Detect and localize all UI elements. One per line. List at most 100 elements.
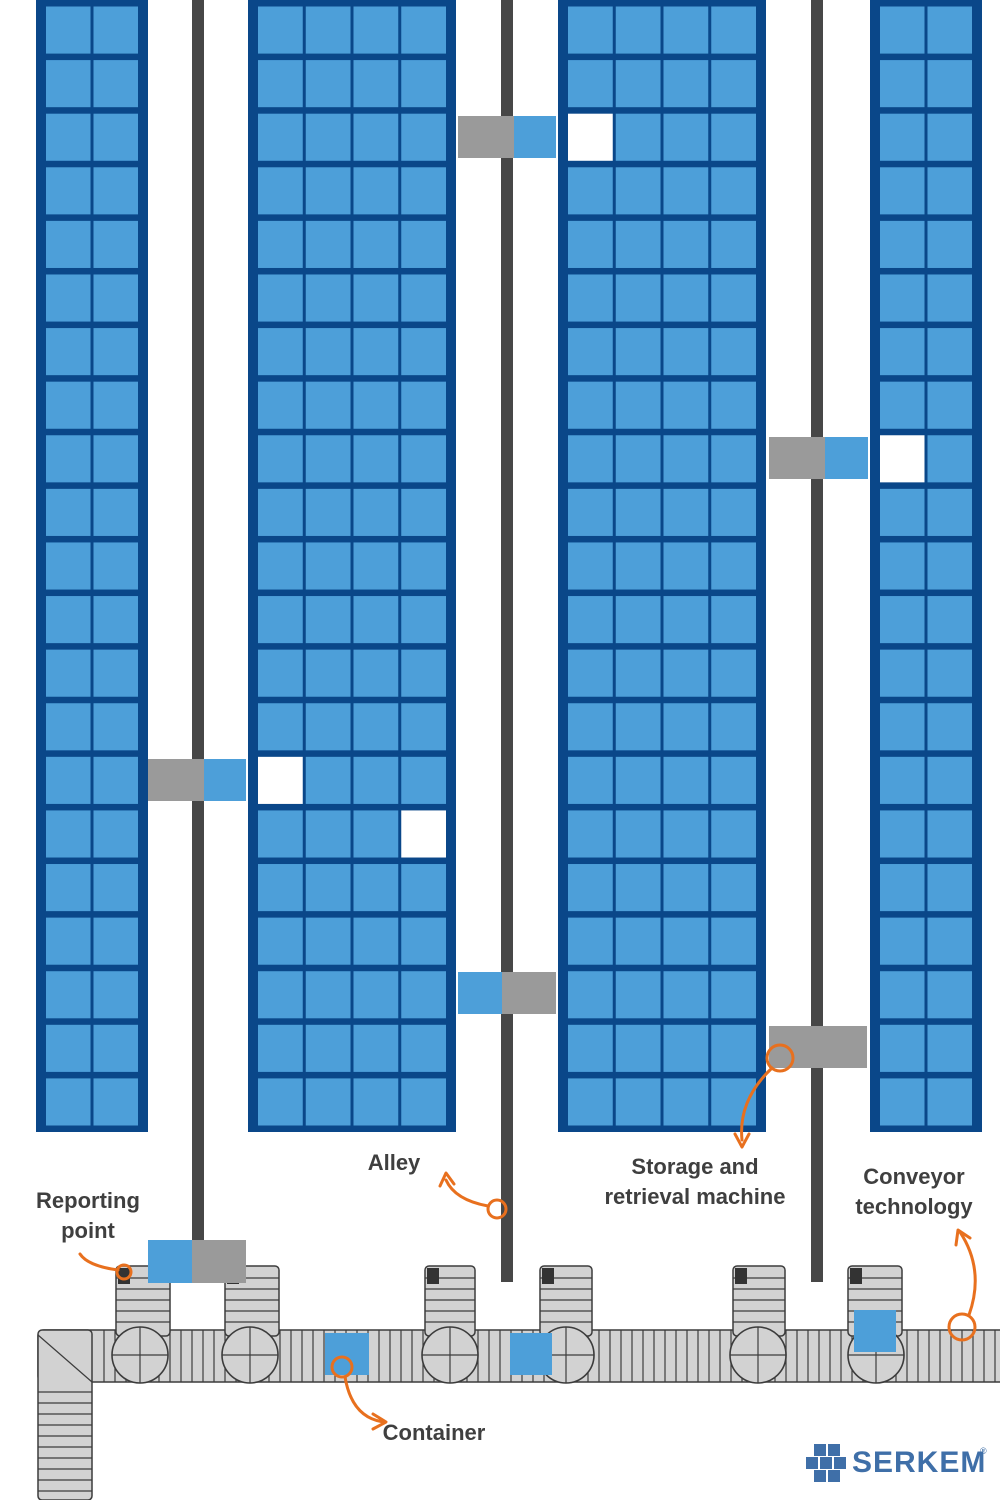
storage-bin bbox=[258, 649, 303, 697]
storage-bin bbox=[401, 649, 446, 697]
storage-rack bbox=[248, 0, 456, 1132]
storage-bin bbox=[663, 6, 709, 54]
storage-bin bbox=[93, 596, 138, 644]
storage-bin bbox=[568, 864, 613, 912]
storage-bin bbox=[880, 328, 925, 376]
storage-bin bbox=[305, 381, 351, 429]
storage-bin bbox=[880, 542, 925, 590]
storage-bin bbox=[401, 435, 446, 483]
callouts bbox=[78, 1043, 977, 1431]
storage-bin bbox=[568, 167, 613, 215]
storage-bin bbox=[615, 220, 661, 268]
storage-rack bbox=[558, 0, 766, 1132]
storage-retrieval-machine bbox=[148, 1240, 246, 1283]
storage-bin bbox=[353, 220, 399, 268]
storage-bin bbox=[258, 113, 303, 161]
transfer-station bbox=[732, 1265, 786, 1337]
storage-bin bbox=[93, 328, 138, 376]
storage-bin bbox=[305, 1078, 351, 1126]
storage-bin bbox=[568, 1024, 613, 1072]
storage-bin bbox=[568, 649, 613, 697]
conveyor-corner bbox=[37, 1334, 93, 1383]
logo-block bbox=[806, 1457, 818, 1469]
storage-bin bbox=[711, 596, 756, 644]
storage-bin bbox=[711, 381, 756, 429]
storage-bin bbox=[615, 381, 661, 429]
empty-storage-slot bbox=[568, 113, 613, 161]
storage-rack bbox=[36, 0, 148, 1132]
storage-bin bbox=[880, 649, 925, 697]
storage-bin bbox=[353, 488, 399, 536]
storage-bin bbox=[927, 810, 972, 858]
storage-bin bbox=[401, 864, 446, 912]
storage-bin bbox=[927, 1024, 972, 1072]
storage-bin bbox=[663, 810, 709, 858]
machine-body bbox=[502, 972, 556, 1014]
storage-bin bbox=[615, 60, 661, 108]
storage-bin bbox=[401, 703, 446, 751]
storage-bin bbox=[305, 596, 351, 644]
storage-retrieval-machine-label: Storage and retrieval machine bbox=[604, 1154, 786, 1209]
storage-bin bbox=[663, 328, 709, 376]
storage-bin bbox=[880, 60, 925, 108]
storage-bin bbox=[711, 864, 756, 912]
storage-bin bbox=[615, 274, 661, 322]
storage-bin bbox=[401, 488, 446, 536]
storage-bin bbox=[401, 596, 446, 644]
storage-bin bbox=[711, 488, 756, 536]
storage-bin bbox=[353, 971, 399, 1019]
storage-bin bbox=[46, 488, 91, 536]
callout-circle bbox=[947, 1312, 977, 1342]
storage-bin bbox=[46, 1078, 91, 1126]
storage-bin bbox=[711, 60, 756, 108]
callout-circle bbox=[115, 1263, 133, 1281]
logo-registered-mark: ® bbox=[980, 1446, 987, 1456]
storage-bin bbox=[880, 488, 925, 536]
logo-block bbox=[814, 1470, 826, 1482]
storage-bin bbox=[93, 756, 138, 804]
storage-bin bbox=[46, 542, 91, 590]
alley-label: Alley bbox=[367, 1150, 421, 1175]
storage-bin bbox=[880, 596, 925, 644]
storage-bin bbox=[615, 113, 661, 161]
storage-bin bbox=[46, 274, 91, 322]
storage-bin bbox=[663, 274, 709, 322]
empty-storage-slot bbox=[880, 435, 925, 483]
storage-bin bbox=[927, 435, 972, 483]
storage-bin bbox=[46, 864, 91, 912]
storage-bin bbox=[258, 596, 303, 644]
storage-bin bbox=[258, 381, 303, 429]
storage-bin bbox=[401, 274, 446, 322]
storage-bin bbox=[305, 435, 351, 483]
storage-bin bbox=[711, 649, 756, 697]
storage-bin bbox=[46, 6, 91, 54]
storage-bin bbox=[663, 864, 709, 912]
storage-bin bbox=[711, 542, 756, 590]
storage-bin bbox=[305, 649, 351, 697]
storage-bin bbox=[93, 810, 138, 858]
storage-bin bbox=[568, 220, 613, 268]
transfer-station bbox=[539, 1265, 593, 1337]
storage-bin bbox=[93, 864, 138, 912]
storage-bin bbox=[46, 113, 91, 161]
empty-storage-slot bbox=[401, 810, 446, 858]
storage-bin bbox=[711, 113, 756, 161]
callout-arrow bbox=[438, 1171, 490, 1208]
storage-bin bbox=[46, 1024, 91, 1072]
storage-bin bbox=[568, 1078, 613, 1126]
storage-bin bbox=[258, 1024, 303, 1072]
storage-bin bbox=[568, 435, 613, 483]
storage-bin bbox=[353, 596, 399, 644]
storage-retrieval-machine bbox=[458, 116, 556, 158]
machine-load bbox=[148, 1240, 192, 1283]
storage-bin bbox=[258, 864, 303, 912]
storage-bin bbox=[305, 220, 351, 268]
storage-bin bbox=[663, 488, 709, 536]
machine-load bbox=[458, 972, 502, 1014]
storage-bin bbox=[880, 381, 925, 429]
storage-bin bbox=[711, 1024, 756, 1072]
logo-block bbox=[820, 1457, 832, 1469]
storage-bin bbox=[353, 381, 399, 429]
storage-bin bbox=[46, 381, 91, 429]
storage-bin bbox=[568, 60, 613, 108]
